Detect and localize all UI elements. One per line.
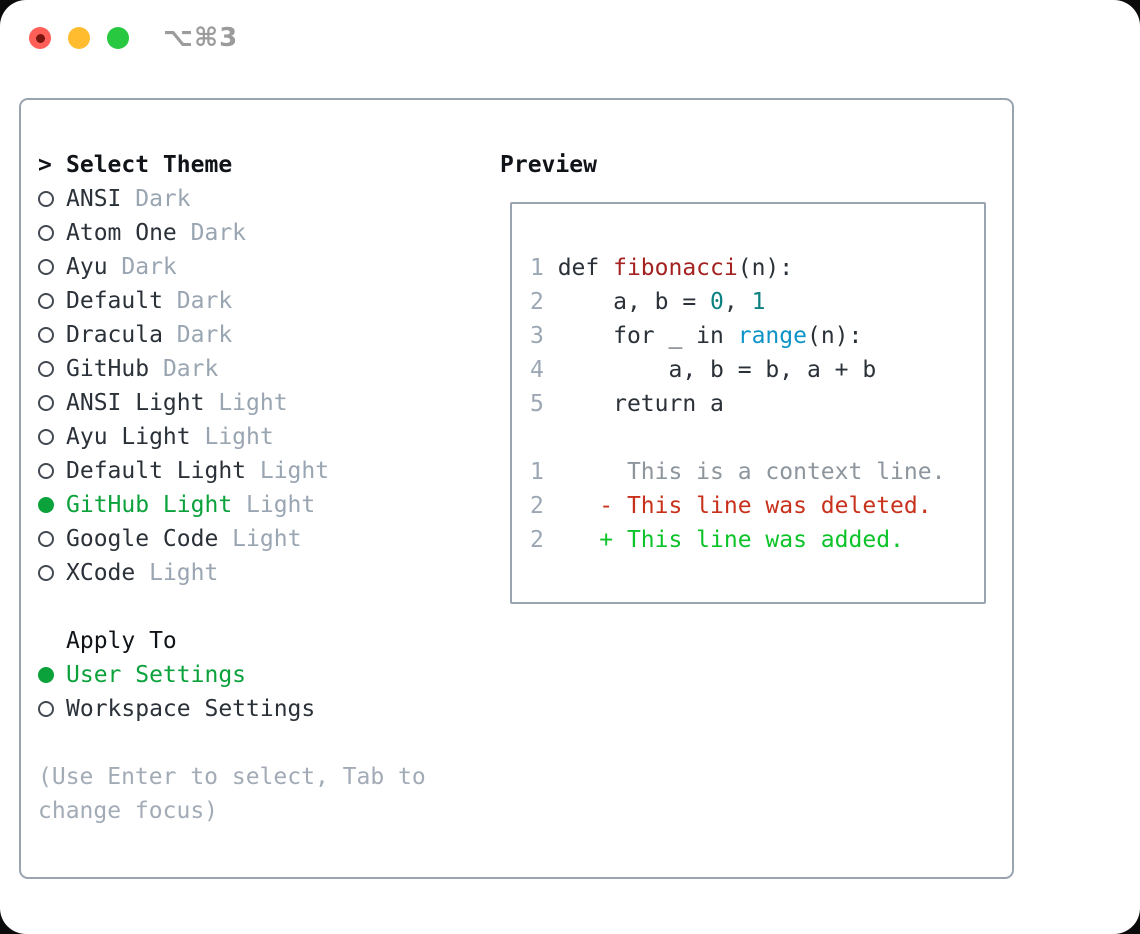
prompt-icon: > [38,152,52,178]
theme-variant: Dark [121,186,191,212]
radio-icon [38,395,54,411]
traffic-lights [29,27,129,49]
select-theme-header: > Select Theme [38,148,478,182]
close-dot-icon [35,33,45,43]
theme-option[interactable]: Google Code Light [38,522,478,556]
code-line: 5 return a [530,391,724,417]
theme-option[interactable]: Ayu Dark [38,250,478,284]
preview-box [510,202,986,604]
theme-option[interactable]: Dracula Dark [38,318,478,352]
radio-selected-icon [38,497,54,513]
theme-name: Ayu [66,254,108,280]
hint-line-2: change focus) [38,798,219,824]
spacer [38,726,478,760]
apply-to-option[interactable]: Workspace Settings [38,692,478,726]
minimize-button[interactable] [68,27,90,49]
radio-icon [38,327,54,343]
radio-icon [38,701,54,717]
radio-icon [38,225,54,241]
theme-variant: Light [218,526,302,552]
preview-code: 1 def fibonacci(n): 2 a, b = 0, 1 3 for _ … [530,251,945,557]
apply-to-header: Apply To [38,624,478,658]
code-line: 2 a, b = 0, 1 [530,289,766,315]
apply-to-label: Workspace Settings [66,696,316,722]
code-line: 1 def fibonacci(n): [530,255,794,281]
theme-variant: Light [204,390,288,416]
code-line: 3 for _ in range(n): [530,323,863,349]
theme-variant: Dark [162,322,233,348]
theme-variant: Light [246,458,330,484]
apply-to-title: Apply To [66,628,177,654]
radio-icon [38,191,54,207]
code-line: 1 This is a context line. [530,459,946,485]
theme-variant: Light [190,424,274,450]
theme-name: GitHub [66,356,150,382]
code-line: 2 - This line was deleted. [530,493,932,519]
theme-variant: Light [135,560,219,586]
theme-name: GitHub Light [66,492,233,518]
theme-variant: Dark [176,220,247,246]
titlebar: ⌥⌘3 [0,0,1140,76]
theme-variant: Dark [162,288,233,314]
zoom-button[interactable] [107,27,129,49]
theme-name: Dracula [66,322,163,348]
theme-name: Default Light [66,458,247,484]
code-line [530,421,945,455]
theme-option[interactable]: ANSI Light Light [38,386,478,420]
select-theme-title: Select Theme [66,152,233,178]
theme-option[interactable]: ANSI Dark [38,182,478,216]
theme-option[interactable]: Atom One Dark [38,216,478,250]
code-line: 2 + This line was added. [530,527,904,553]
radio-icon [38,565,54,581]
theme-name: ANSI Light [66,390,205,416]
theme-option[interactable]: Ayu Light Light [38,420,478,454]
theme-variant: Dark [107,254,177,280]
apply-to-label: User Settings [66,662,247,688]
radio-selected-icon [38,667,54,683]
theme-option[interactable]: XCode Light [38,556,478,590]
theme-name: Default [66,288,163,314]
theme-name: Google Code [66,526,219,552]
radio-icon [38,463,54,479]
theme-name: ANSI [66,186,122,212]
close-button[interactable] [29,27,51,49]
radio-icon [38,293,54,309]
code-line: 4 a, b = b, a + b [530,357,877,383]
theme-option[interactable]: GitHub Light Light [38,488,478,522]
theme-name: Atom One [66,220,177,246]
theme-variant: Dark [149,356,219,382]
radio-icon [38,259,54,275]
radio-icon [38,361,54,377]
theme-variant: Light [232,492,316,518]
spacer [38,590,478,624]
hint-line-1: (Use Enter to select, Tab to [38,764,426,790]
radio-icon [38,429,54,445]
theme-name: Ayu Light [66,424,191,450]
window-title: ⌥⌘3 [163,23,239,53]
apply-to-option[interactable]: User Settings [38,658,478,692]
preview-title: Preview [500,152,597,178]
theme-option[interactable]: Default Light Light [38,454,478,488]
theme-option[interactable]: GitHub Dark [38,352,478,386]
theme-name: XCode [66,560,136,586]
theme-option[interactable]: Default Dark [38,284,478,318]
radio-icon [38,531,54,547]
